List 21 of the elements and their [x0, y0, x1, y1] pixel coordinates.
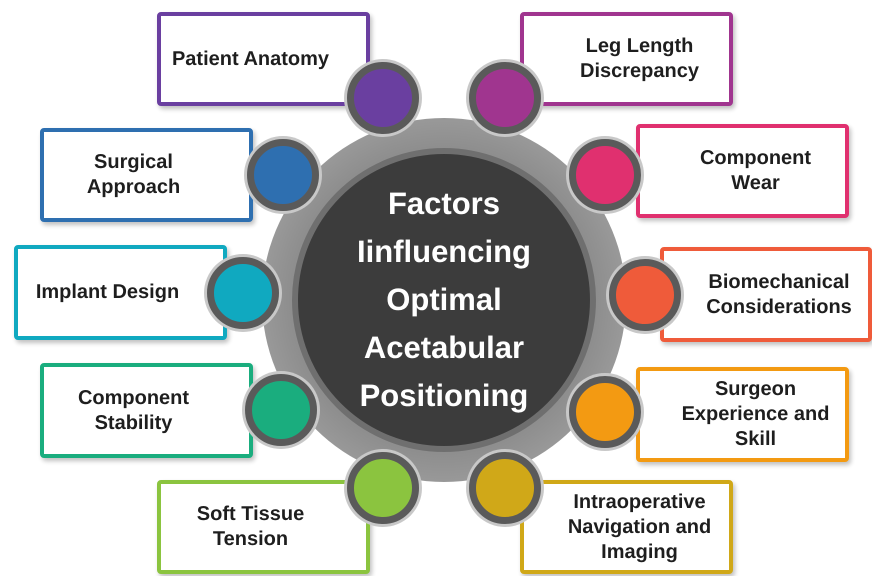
factor-label: Intraoperative Navigation and Imaging — [566, 490, 712, 564]
factor-label: Biomechanical Considerations — [705, 270, 853, 320]
factor-box — [14, 245, 227, 340]
hub-title: Factors Iinfluencing Optimal Acetabular Positioning — [356, 184, 532, 416]
factor-box — [636, 367, 849, 462]
factor-box — [520, 480, 733, 574]
factor-box — [636, 124, 849, 218]
factor-label: Component Stability — [76, 386, 190, 436]
factor-box — [157, 12, 370, 106]
factor-label: Soft Tissue Tension — [196, 502, 306, 552]
factor-label: Surgical Approach — [86, 150, 182, 200]
factor-label: Patient Anatomy — [172, 46, 330, 72]
factor-box — [520, 12, 733, 106]
factor-box — [660, 247, 872, 342]
factor-box — [157, 480, 370, 574]
factor-box — [40, 128, 253, 222]
factor-box — [40, 363, 253, 458]
factor-label: Leg Length Discrepancy — [579, 34, 700, 84]
factor-label: Surgeon Experience and Skill — [680, 377, 830, 452]
factor-label: Component Wear — [698, 146, 812, 196]
factor-label: Implant Design — [36, 280, 180, 305]
